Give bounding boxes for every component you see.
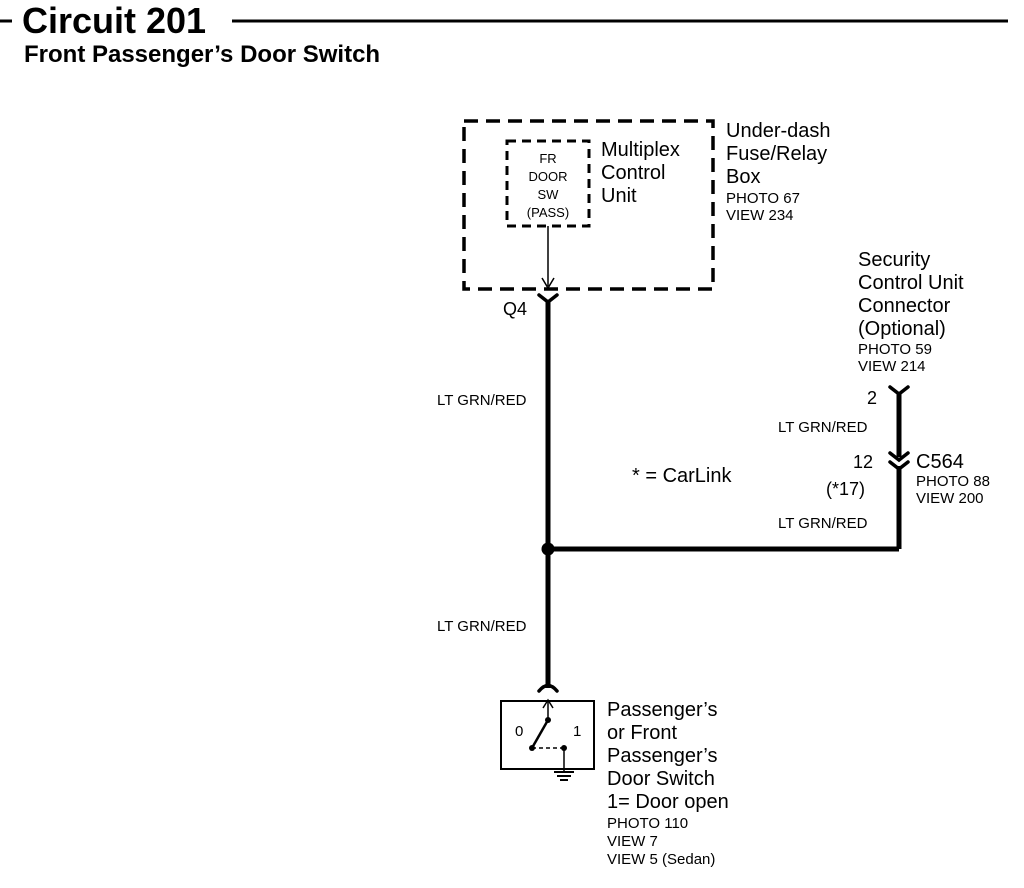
svg-text:Door Switch: Door Switch	[607, 768, 715, 790]
svg-text:VIEW 200: VIEW 200	[916, 490, 984, 507]
svg-text:PHOTO 110: PHOTO 110	[607, 815, 688, 832]
c564-label: C564 PHOTO 88 VIEW 200	[916, 451, 990, 507]
svg-text:C564: C564	[916, 451, 964, 473]
svg-text:Under-dash: Under-dash	[726, 120, 831, 142]
svg-text:VIEW 7: VIEW 7	[607, 833, 658, 850]
svg-text:PHOTO 67: PHOTO 67	[726, 190, 800, 207]
svg-text:VIEW 234: VIEW 234	[726, 207, 794, 224]
svg-text:1= Door open: 1= Door open	[607, 791, 729, 813]
wire-label-right-lower: LT GRN/RED	[778, 515, 868, 532]
security-pin-label: 2	[867, 388, 877, 408]
door-switch-label: Passenger’s or Front Passenger’s Door Sw…	[607, 699, 729, 868]
c564-connector-icon	[888, 451, 910, 472]
svg-text:PHOTO 88: PHOTO 88	[916, 473, 990, 490]
switch-connector-icon	[537, 683, 559, 693]
page-subtitle: Front Passenger’s Door Switch	[24, 41, 380, 68]
svg-text:Connector: Connector	[858, 295, 951, 317]
switch-pos-1: 1	[573, 723, 581, 740]
svg-text:Fuse/Relay: Fuse/Relay	[726, 143, 827, 165]
q4-label: Q4	[503, 299, 527, 319]
svg-text:(Optional): (Optional)	[858, 318, 946, 340]
fr-door-sw-box	[505, 139, 591, 228]
carlink-legend: * = CarLink	[632, 465, 732, 487]
svg-text:(PASS): (PASS)	[527, 205, 569, 220]
svg-text:Passenger’s: Passenger’s	[607, 699, 717, 721]
ground-icon	[554, 769, 574, 781]
sw-signal-arrow	[541, 277, 555, 290]
fuse-relay-box	[462, 119, 715, 291]
svg-text:Multiplex: Multiplex	[601, 139, 680, 161]
svg-text:or Front: or Front	[607, 722, 677, 744]
fuse-box-label: Under-dash Fuse/Relay Box PHOTO 67 VIEW …	[726, 120, 831, 224]
switch-pos-0: 0	[515, 723, 523, 740]
wire-label-left-lower: LT GRN/RED	[437, 618, 527, 635]
wire-label-left-upper: LT GRN/RED	[437, 392, 527, 409]
switch-blade	[530, 719, 550, 749]
security-unit-label: Security Control Unit Connector (Optiona…	[858, 249, 964, 375]
svg-text:Unit: Unit	[601, 185, 637, 207]
wire-label-right-upper: LT GRN/RED	[778, 419, 868, 436]
svg-text:SW: SW	[538, 187, 560, 202]
svg-text:DOOR: DOOR	[529, 169, 568, 184]
svg-text:Security: Security	[858, 249, 930, 271]
svg-text:Control: Control	[601, 162, 665, 184]
switch-arrow	[542, 698, 554, 709]
svg-text:Control Unit: Control Unit	[858, 272, 964, 294]
svg-text:FR: FR	[539, 151, 556, 166]
c564-alt-pin-label: (*17)	[826, 479, 865, 499]
security-connector-icon	[888, 385, 910, 397]
svg-text:Passenger’s: Passenger’s	[607, 745, 717, 767]
page-title: Circuit 201	[22, 0, 206, 41]
mcu-label: Multiplex Control Unit	[601, 139, 680, 207]
svg-text:VIEW 5 (Sedan): VIEW 5 (Sedan)	[607, 851, 715, 868]
svg-text:VIEW 214: VIEW 214	[858, 358, 926, 375]
svg-text:Box: Box	[726, 166, 760, 188]
fr-door-sw-label: FR DOOR SW (PASS)	[527, 151, 569, 220]
svg-text:PHOTO 59: PHOTO 59	[858, 341, 932, 358]
c564-pin-label: 12	[853, 452, 873, 472]
